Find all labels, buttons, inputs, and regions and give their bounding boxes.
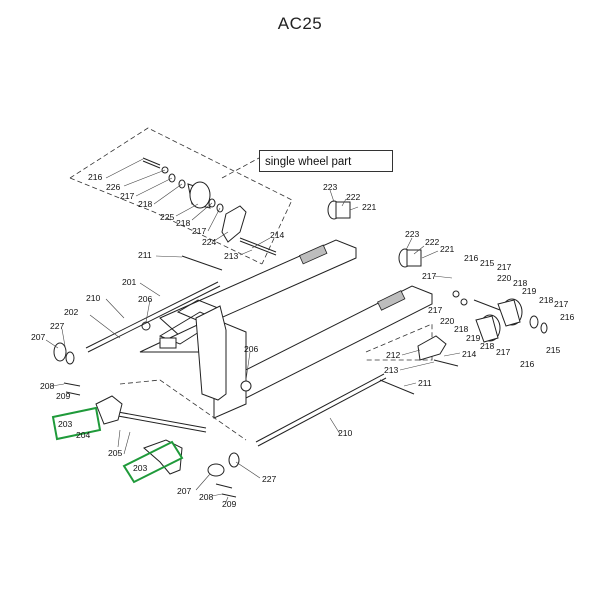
part-number: 203: [133, 463, 148, 473]
part-number: 209: [56, 391, 71, 401]
part-number: 211: [418, 378, 432, 388]
part-number: 219: [466, 333, 481, 343]
highlight-box-203-left: [51, 406, 102, 441]
part-number: 217: [497, 262, 512, 272]
part-number: 221: [440, 244, 455, 254]
part-number: 223: [405, 229, 420, 239]
part-number: 218: [138, 199, 153, 209]
part-number: 215: [546, 345, 561, 355]
part-number: 203: [58, 419, 73, 429]
right-end-parts: [143, 439, 240, 498]
part-number: 213: [224, 251, 239, 261]
part-number: 207: [31, 332, 46, 342]
part-number: 218: [539, 295, 554, 305]
part-number: 216: [520, 359, 535, 369]
part-number: 210: [338, 428, 353, 438]
part-number-labels: 216 226 217 218 225 218 217 224 214 213 …: [31, 172, 575, 509]
left-end-parts: [53, 342, 123, 425]
part-number: 208: [199, 492, 214, 502]
inset-wheel-assembly: [142, 157, 277, 256]
part-number: 224: [202, 237, 217, 247]
part-number: 217: [496, 347, 511, 357]
part-number: 217: [554, 299, 569, 309]
part-number: 217: [120, 191, 135, 201]
single-wheel-part-label: single wheel part: [259, 150, 393, 172]
part-number: 227: [262, 474, 277, 484]
part-number: 222: [425, 237, 440, 247]
part-number: 222: [346, 192, 361, 202]
part-number: 227: [50, 321, 65, 331]
part-number: 212: [386, 350, 401, 360]
part-number: 216: [88, 172, 103, 182]
diagram-title: AC25: [277, 14, 323, 33]
part-number: 223: [323, 182, 338, 192]
part-number: 205: [108, 448, 123, 458]
part-number: 206: [244, 344, 259, 354]
part-number: 218: [513, 278, 528, 288]
part-number: 218: [480, 341, 495, 351]
part-number: 211: [138, 250, 152, 260]
part-number: 217: [192, 226, 207, 236]
part-number: 204: [76, 430, 91, 440]
part-number: 216: [560, 312, 575, 322]
highlight-box-203-right: [122, 440, 184, 484]
part-number: 225: [160, 212, 175, 222]
part-number: 207: [177, 486, 192, 496]
part-number: 218: [454, 324, 469, 334]
part-number: 221: [362, 202, 377, 212]
inset-dashed-frame: [69, 127, 293, 265]
part-number: 215: [480, 258, 495, 268]
leader-lines: [45, 158, 461, 503]
part-number: 214: [462, 349, 477, 359]
part-number: 208: [40, 381, 55, 391]
part-number: 219: [522, 286, 537, 296]
part-number: 226: [106, 182, 121, 192]
part-number: 218: [176, 218, 191, 228]
part-number: 213: [384, 365, 399, 375]
part-number: 206: [138, 294, 153, 304]
part-number: 201: [122, 277, 137, 287]
part-number: 202: [64, 307, 79, 317]
right-wheel-assemblies: [327, 200, 548, 361]
part-number: 210: [86, 293, 101, 303]
part-number: 216: [464, 253, 479, 263]
part-number: 220: [440, 316, 455, 326]
part-number: 214: [270, 230, 285, 240]
part-number: 217: [428, 305, 443, 315]
part-number: 209: [222, 499, 237, 509]
part-number: 220: [497, 273, 512, 283]
pallet-truck-frame: [85, 239, 459, 447]
part-number: 217: [422, 271, 437, 281]
